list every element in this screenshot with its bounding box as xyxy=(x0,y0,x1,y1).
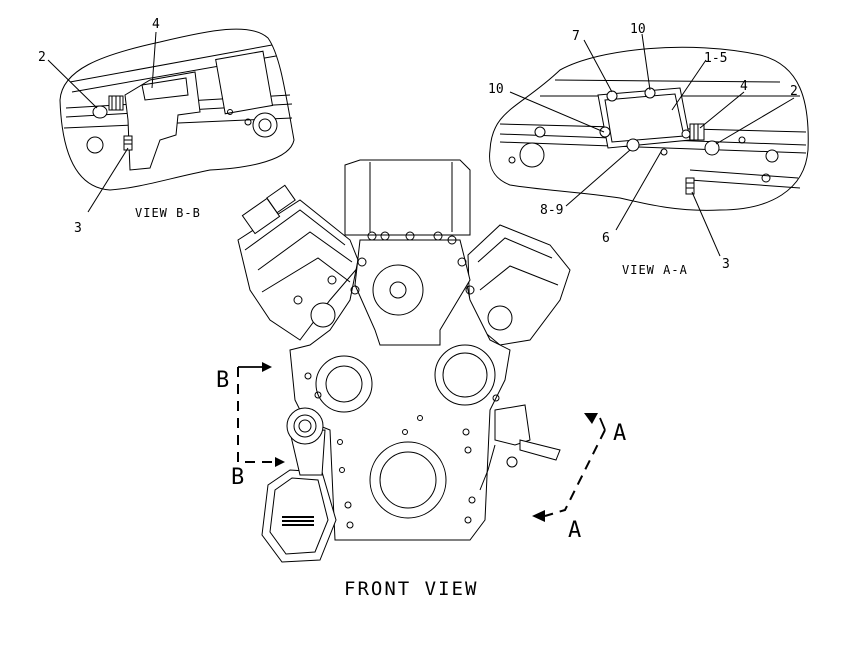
view-aa-detail: 7 10 1-5 10 4 2 8-9 6 3 VIEW A-A xyxy=(488,22,809,277)
callout-label: 10 xyxy=(488,82,504,97)
callout-label: 10 xyxy=(630,22,646,37)
callout-label: 8-9 xyxy=(540,203,563,218)
callout-label: 4 xyxy=(740,79,748,94)
view-bb-caption: VIEW B-B xyxy=(135,206,201,220)
view-bb-detail: 2 4 3 VIEW B-B xyxy=(38,17,295,236)
callout-label: 3 xyxy=(74,221,82,236)
section-marker-b-top: B xyxy=(216,368,229,393)
section-marker-b-bottom: B xyxy=(231,465,244,490)
front-view-caption: FRONT VIEW xyxy=(344,578,478,600)
callout-label: 2 xyxy=(790,84,798,99)
section-marker-a-top: A xyxy=(613,421,626,446)
callout-label: 6 xyxy=(602,231,610,246)
section-b-line: B B xyxy=(216,362,285,490)
section-a-line: A A xyxy=(532,413,626,543)
bolt-holes xyxy=(293,231,500,529)
callout-label: 1-5 xyxy=(704,51,727,66)
callout-label: 4 xyxy=(152,17,160,32)
front-view-engine xyxy=(237,159,571,563)
section-marker-a-bottom: A xyxy=(568,518,581,543)
callout-label: 7 xyxy=(572,29,580,44)
callout-label: 3 xyxy=(722,257,730,272)
callout-label: 2 xyxy=(38,50,46,65)
view-aa-caption: VIEW A-A xyxy=(622,263,688,277)
